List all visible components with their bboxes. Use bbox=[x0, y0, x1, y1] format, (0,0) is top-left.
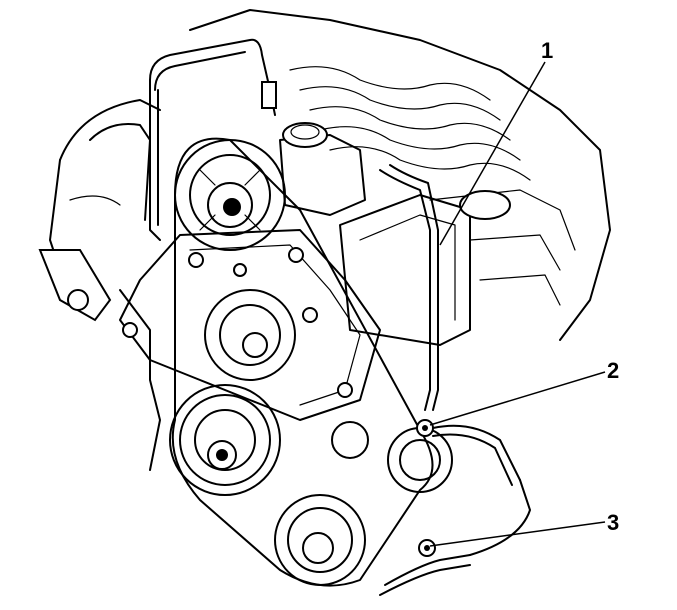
left-engine-side bbox=[38, 99, 161, 471]
callout-label-1: 1 bbox=[541, 38, 553, 63]
serpentine-belt bbox=[171, 137, 434, 587]
lower-pulleys bbox=[274, 421, 453, 586]
leader-lines bbox=[429, 61, 606, 547]
leader-line-2 bbox=[429, 371, 606, 426]
front-cover-bracket bbox=[119, 229, 381, 421]
crankshaft-pulley bbox=[169, 384, 281, 496]
callout-label-2: 2 bbox=[607, 358, 619, 383]
water-pump bbox=[204, 289, 296, 381]
leader-line-1 bbox=[439, 61, 546, 246]
cooler-line bbox=[149, 38, 439, 411]
fitting-upper bbox=[416, 419, 521, 486]
callout-label-3: 3 bbox=[607, 510, 619, 535]
coolant-tank bbox=[339, 190, 511, 346]
fitting-lower bbox=[379, 479, 531, 596]
leader-line-3 bbox=[429, 521, 606, 547]
fluid-reservoir bbox=[279, 122, 366, 216]
